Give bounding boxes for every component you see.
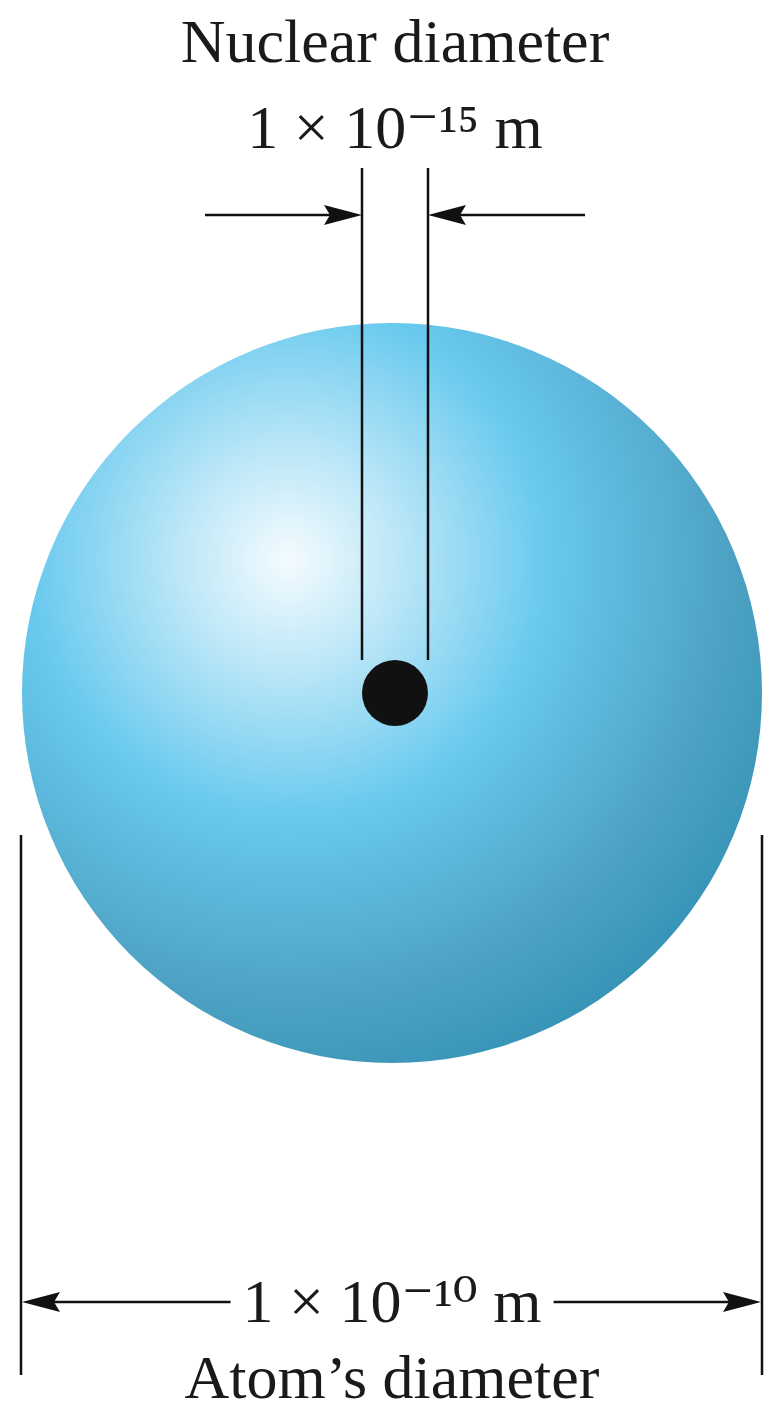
extension-line [427,168,430,660]
nucleus [362,660,428,726]
dimension-value: 1 × 10⁻¹⁰ m [231,1269,554,1334]
dimension-title: Atom’s diameter [185,1345,600,1410]
atom-sphere [22,323,762,1063]
dimension-title: Nuclear diameter [181,9,610,74]
extension-line [20,835,23,1375]
extension-line [761,835,764,1375]
arrowhead [723,1292,761,1312]
dimension-arrow [460,214,585,217]
arrowhead [428,205,466,225]
arrowhead [22,1292,60,1312]
extension-line [361,168,364,660]
dimension-arrow [205,214,330,217]
arrowhead [324,205,362,225]
dimension-value: 1 × 10⁻¹⁵ m [247,95,543,160]
